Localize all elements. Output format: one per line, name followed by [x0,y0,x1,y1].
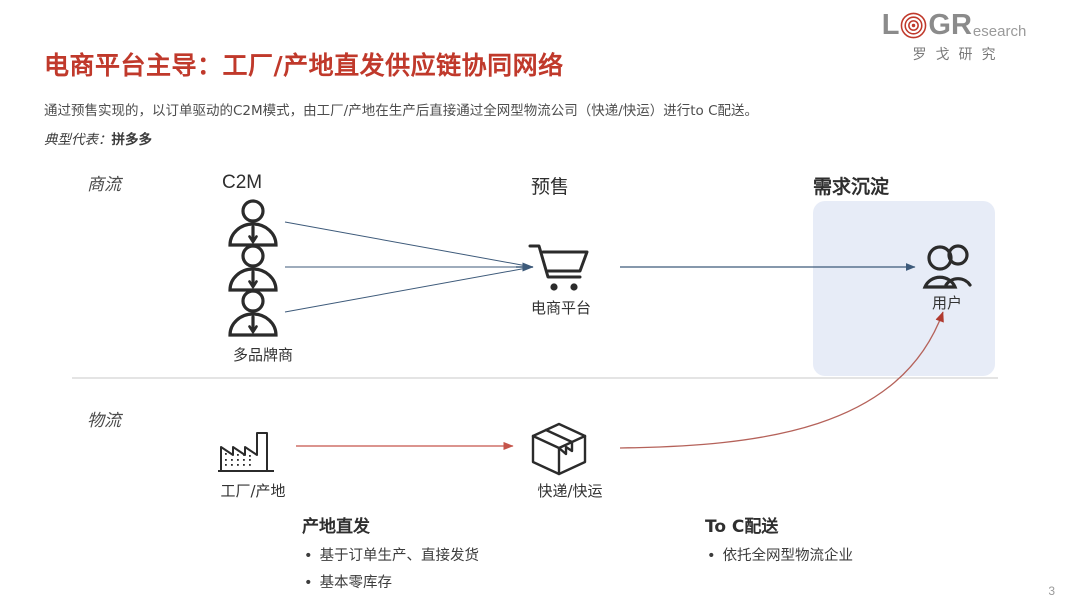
lane-label-commerce: 商流 [87,175,121,195]
flow-brand3-to-platform [284,267,528,313]
note-item: 依托全网型物流企业 [705,544,854,565]
logo-chinese-name: 罗戈研究 [912,47,1005,63]
logo-wordmark: L GR esearch [864,10,1044,40]
node-label-users: 用户 [931,294,962,312]
end-users-icon [922,243,978,294]
lane-label-logistics: 物流 [87,411,121,431]
node-label-factory: 工厂/产地 [220,482,286,500]
logo-letter-l: L [881,9,900,41]
factory-origin-icon [216,421,288,482]
brand-merchants-icon-group [222,198,284,348]
logo-research-text: esearch [972,23,1027,40]
page-subtitle: 通过预售实现的，以订单驱动的C2M模式，由工厂/产地在生产后直接通过全网型物流公… [44,103,759,119]
note-block-direct-shipping: 产地直发 基于订单生产、直接发货 基本零库存 [302,512,479,598]
logo: L GR esearch 罗戈研究 [864,10,1044,64]
target-rings-icon [900,12,927,39]
note-item: 基本零库存 [302,571,479,592]
typical-example-value: 拼多多 [111,132,153,148]
node-label-brands: 多品牌商 [232,346,293,364]
note-item: 基于订单生产、直接发货 [302,544,480,565]
typical-example-label: 典型代表： [44,132,112,148]
page-number: 3 [1048,584,1055,598]
node-label-parcel: 快递/快运 [537,482,603,500]
note-title: To C配送 [705,517,779,537]
typical-example-line: 典型代表：拼多多 [44,128,152,148]
parcel-box-icon [528,420,590,483]
logo-letters-gr: GR [928,9,972,41]
stage-heading-c2m: C2M [222,172,263,193]
node-label-platform: 电商平台 [530,299,591,317]
flow-brand1-to-platform [284,221,528,267]
page-title: 电商平台主导：工厂/产地直发供应链协同网络 [44,51,564,80]
stage-heading-demand: 需求沉淀 [813,176,890,198]
stage-heading-presale: 预售 [531,176,570,198]
note-block-to-c-delivery: To C配送 依托全网型物流企业 [705,512,853,571]
ecommerce-platform-cart-icon [527,241,593,298]
note-title: 产地直发 [302,517,370,537]
